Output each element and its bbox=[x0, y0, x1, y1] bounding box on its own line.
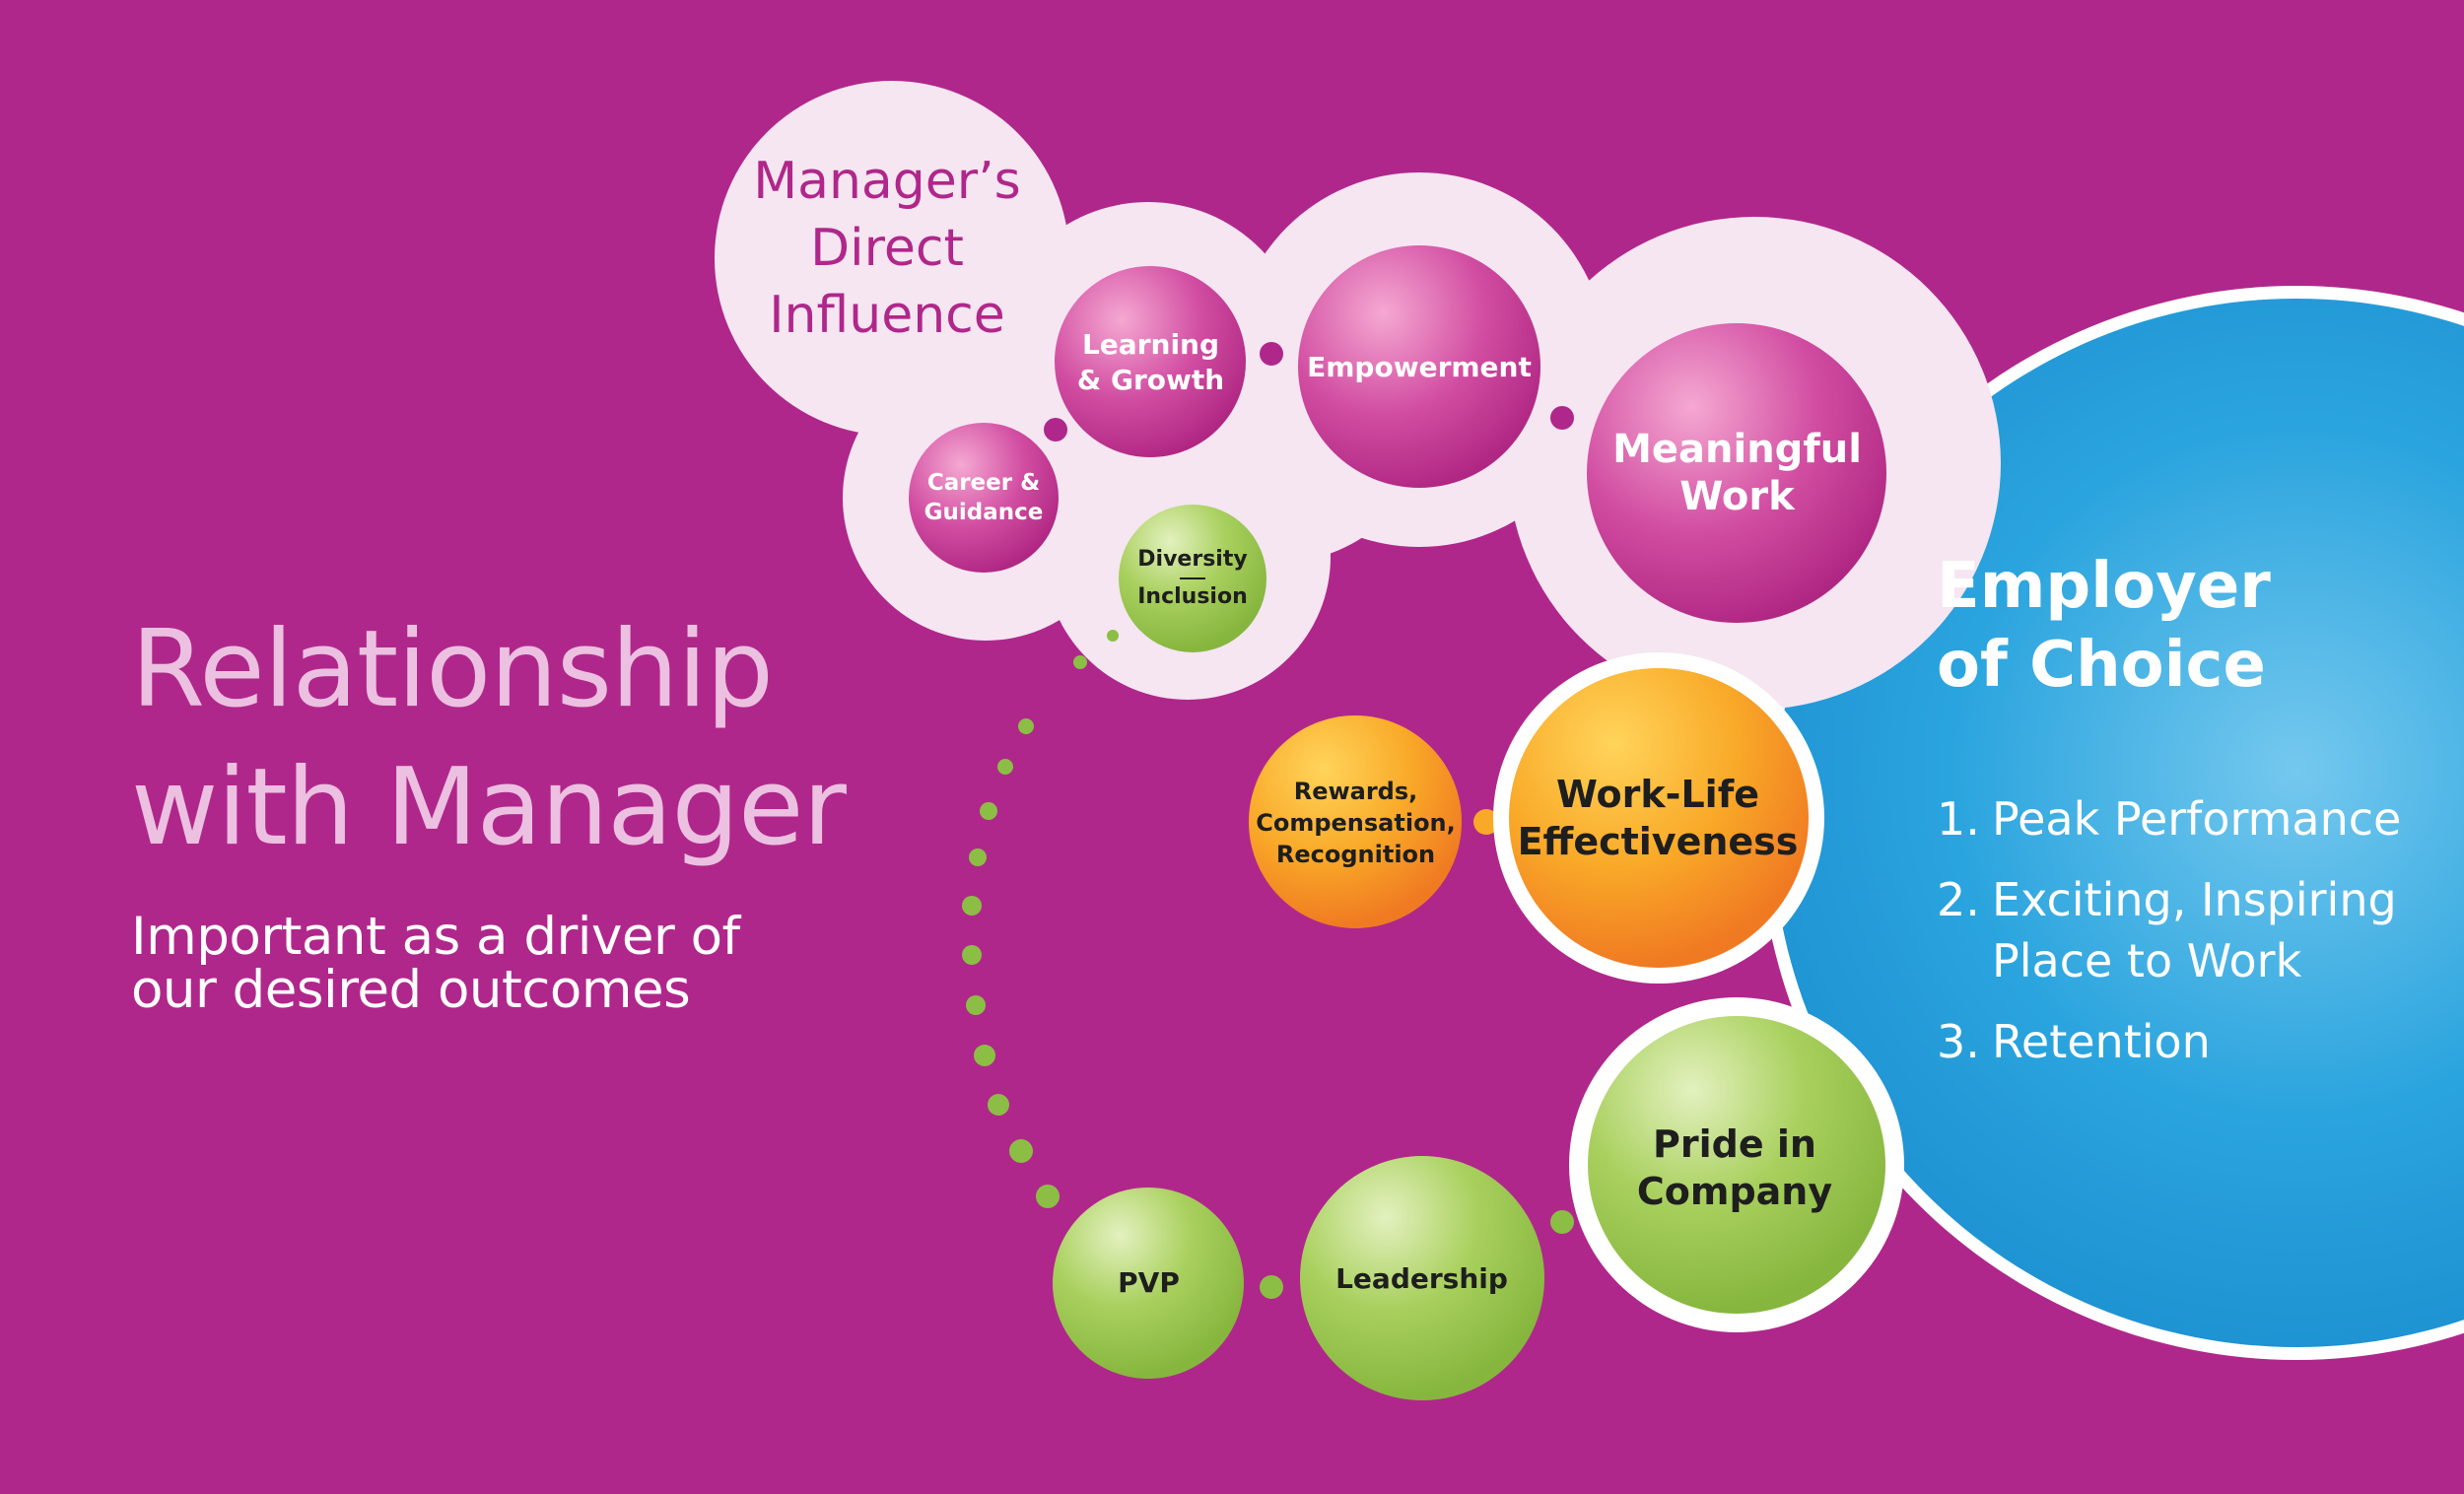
learning-line-2: & Growth bbox=[1076, 363, 1225, 396]
main-title-line-2: with Manager bbox=[131, 746, 847, 869]
employer-of-choice-title: Employer of Choice bbox=[1937, 547, 2271, 705]
bubble-empowerment bbox=[1298, 245, 1540, 488]
dotted-arc bbox=[962, 630, 1119, 1208]
meaningful-line-1: Meaningful bbox=[1612, 427, 1862, 472]
career-line-1: Career & bbox=[926, 470, 1041, 496]
diversity-inclusion-label: Diversity Inclusion bbox=[1119, 505, 1266, 652]
main-title-line-1: Relationship bbox=[131, 608, 774, 731]
career-guidance-label: Career & Guidance bbox=[910, 424, 1058, 572]
empowerment-text: Empowerment bbox=[1307, 351, 1532, 383]
career-line-2: Guidance bbox=[924, 500, 1044, 525]
connector-dots bbox=[1044, 342, 1574, 1299]
bubble-learning-growth bbox=[1055, 266, 1246, 457]
list-item: 2. Exciting, Inspiring Place to Work bbox=[1937, 869, 2449, 991]
mdi-line-2: Direct bbox=[810, 219, 964, 278]
list-item-number: 1. bbox=[1937, 792, 1980, 846]
rewards-label: Rewards, Compensation, Recognition bbox=[1250, 716, 1462, 928]
employer-of-choice-list: 1. Peak Performance 2. Exciting, Inspiri… bbox=[1937, 788, 2449, 1092]
list-item-text-line-2: Place to Work bbox=[1992, 934, 2302, 987]
bubble-rewards bbox=[1249, 715, 1462, 928]
eoc-title-line-1: Employer bbox=[1937, 550, 2271, 623]
mdi-line-3: Influence bbox=[769, 286, 1005, 345]
subtitle-line-1: Important as a driver of bbox=[131, 907, 740, 967]
learning-line-1: Learning bbox=[1081, 327, 1220, 361]
learning-growth-label: Learning & Growth bbox=[1055, 266, 1247, 458]
bubble-career-guidance bbox=[909, 423, 1059, 573]
subtitle: Important as a driver of our desired out… bbox=[131, 911, 740, 1017]
eoc-title-line-2: of Choice bbox=[1937, 629, 2266, 702]
mdi-line-1: Manager’s bbox=[753, 152, 1021, 211]
leadership-label: Leadership bbox=[1301, 1155, 1542, 1401]
pvp-label: PVP bbox=[1053, 1187, 1245, 1379]
list-item-number: 3. bbox=[1937, 1015, 1980, 1068]
subtitle-line-2: our desired outcomes bbox=[131, 960, 691, 1020]
worklife-line-1: Work-Life bbox=[1556, 773, 1759, 816]
bubble-leadership bbox=[1300, 1156, 1544, 1400]
list-item: 3. Retention bbox=[1937, 1011, 2449, 1072]
meaningful-work-label: Meaningful Work bbox=[1587, 325, 1887, 621]
rewards-line-1: Rewards, bbox=[1293, 777, 1418, 805]
main-title: Relationship with Manager bbox=[131, 601, 847, 877]
list-item-text: Retention bbox=[1992, 1015, 2211, 1068]
bubble-pride bbox=[1588, 1016, 1885, 1314]
leadership-text: Leadership bbox=[1335, 1261, 1508, 1295]
meaningful-line-2: Work bbox=[1679, 474, 1795, 519]
diversity-line-2: Inclusion bbox=[1137, 584, 1248, 609]
bubble-pvp bbox=[1053, 1188, 1244, 1379]
list-item-text: Peak Performance bbox=[1992, 792, 2402, 846]
diversity-line-1: Diversity bbox=[1137, 547, 1248, 572]
pride-line-2: Company bbox=[1636, 1170, 1833, 1213]
pvp-text: PVP bbox=[1118, 1266, 1180, 1299]
work-life-effectiveness-label: Work-Life Effectiveness bbox=[1510, 670, 1806, 966]
bubble-worklife bbox=[1509, 668, 1809, 968]
bubble-meaningful-work bbox=[1587, 323, 1886, 623]
list-item-number: 2. bbox=[1937, 873, 1980, 926]
pride-in-company-label: Pride in Company bbox=[1587, 1020, 1882, 1316]
pride-line-1: Pride in bbox=[1653, 1122, 1816, 1166]
managers-direct-influence-label: Manager’s Direct Influence bbox=[690, 148, 1084, 349]
rewards-line-3: Recognition bbox=[1275, 840, 1436, 868]
diversity-divider bbox=[1180, 577, 1205, 579]
rewards-line-2: Compensation, bbox=[1256, 808, 1456, 837]
list-item-text: Exciting, Inspiring bbox=[1992, 873, 2397, 926]
empowerment-label: Empowerment bbox=[1301, 246, 1538, 488]
list-item: 1. Peak Performance bbox=[1937, 788, 2449, 849]
worklife-line-2: Effectiveness bbox=[1517, 820, 1799, 863]
